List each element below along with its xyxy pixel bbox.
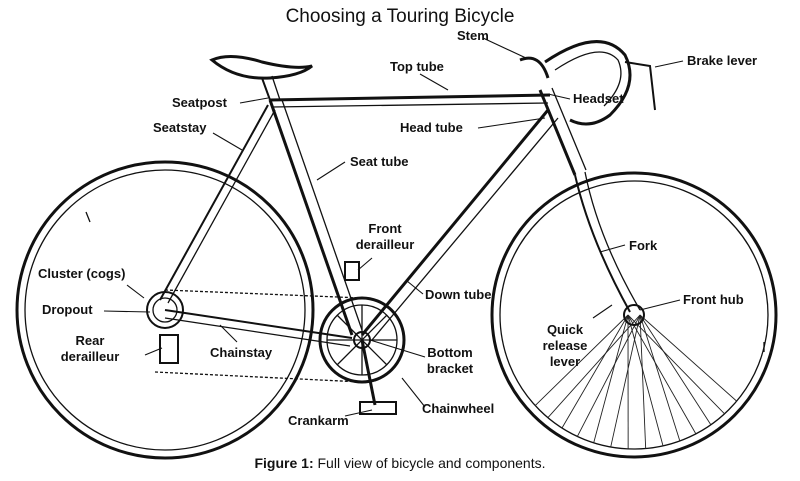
label-front-derailleur-line2: derailleur — [355, 237, 415, 252]
label-brake-lever: Brake lever — [687, 53, 758, 68]
spoke — [534, 314, 629, 406]
label-dropout: Dropout — [42, 302, 93, 317]
label-fork: Fork — [629, 238, 658, 253]
front-derailleur — [344, 261, 360, 281]
label-seatstay: Seatstay — [153, 120, 207, 135]
label-quick-release-line3: lever — [549, 354, 581, 369]
figure-caption-text: Full view of bicycle and components. — [313, 455, 546, 471]
label-front-hub: Front hub — [683, 292, 744, 307]
frame — [159, 75, 641, 347]
spoke — [639, 314, 647, 449]
label-front-derailleur-line1: Front — [368, 221, 402, 236]
label-top-tube: Top tube — [390, 59, 444, 74]
label-quick-release-line2: release — [542, 338, 588, 353]
leader-lines — [103, 37, 684, 417]
spoke — [627, 314, 664, 446]
spoke — [547, 314, 641, 418]
spoke — [576, 314, 641, 437]
spoke — [627, 314, 725, 415]
chain — [154, 289, 363, 383]
label-rear-derailleur-line2: derailleur — [60, 349, 120, 364]
label-rear-derailleur-line1: Rear — [75, 333, 105, 348]
spoke — [593, 314, 629, 443]
diagram-title: Choosing a Touring Bicycle — [285, 6, 515, 27]
label-crankarm: Crankarm — [288, 413, 349, 428]
crankarm — [359, 339, 397, 415]
spoke — [627, 314, 697, 435]
label-quick-release-line1: Quick — [546, 322, 584, 337]
label-seatpost: Seatpost — [172, 95, 227, 110]
rear-wheel — [15, 160, 315, 460]
saddle — [209, 55, 313, 80]
label-chainstay: Chainstay — [210, 345, 273, 360]
label-bottom-bracket-line2: bracket — [426, 361, 474, 376]
spoke — [561, 314, 629, 429]
front-wheel — [490, 171, 778, 459]
label-chainwheel: Chainwheel — [422, 401, 495, 416]
spoke — [639, 314, 681, 442]
label-head-tube: Head tube — [400, 120, 463, 135]
label-down-tube: Down tube — [425, 287, 492, 302]
figure-number: Figure 1: — [254, 455, 314, 471]
label-headset: Headset — [573, 91, 624, 106]
label-stem: Stem — [457, 28, 489, 43]
label-bottom-bracket-line1: Bottom — [427, 345, 473, 360]
figure-caption: Figure 1: Full view of bicycle and compo… — [0, 455, 800, 471]
spoke — [639, 314, 737, 402]
spoke — [639, 314, 712, 426]
label-seat-tube: Seat tube — [350, 154, 409, 169]
handlebar — [519, 40, 656, 126]
spoke — [610, 314, 641, 448]
label-cluster-cogs: Cluster (cogs) — [38, 266, 126, 281]
